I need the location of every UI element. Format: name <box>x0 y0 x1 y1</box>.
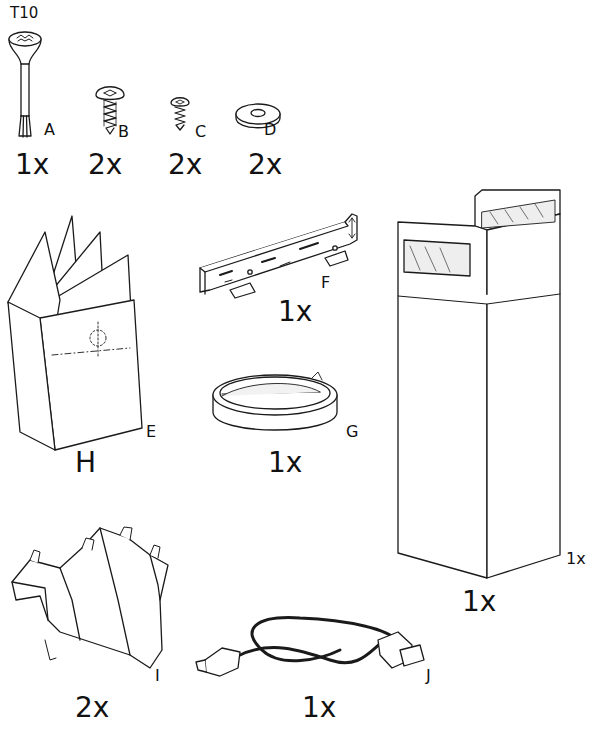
quantity: 1x <box>15 151 49 179</box>
quantity: 1x <box>462 588 496 616</box>
quantity: 2x <box>248 151 282 179</box>
instruction-manual <box>8 216 142 450</box>
mounting-bracket <box>200 214 357 298</box>
chimney-cover <box>398 190 560 578</box>
bit-size: T10 <box>10 6 38 21</box>
part-letter: A <box>44 122 55 138</box>
torx-bit <box>9 32 41 137</box>
part-letter: B <box>118 124 129 140</box>
quantity: 2x <box>75 694 109 722</box>
quantity: 1x <box>268 449 302 477</box>
part-letter: G <box>346 424 358 440</box>
part-letter: J <box>426 668 431 684</box>
quantity: 2x <box>88 151 122 179</box>
duct-adapter <box>12 527 168 668</box>
backdraft-damper <box>213 372 337 430</box>
part-letter: I <box>155 668 160 684</box>
quantity: 1x <box>302 694 336 722</box>
part-letter: C <box>195 124 206 140</box>
part-letter: F <box>321 275 330 291</box>
part-letter: D <box>264 122 276 138</box>
quantity: 2x <box>168 151 202 179</box>
screw-small <box>171 98 189 130</box>
part-letter: E <box>146 424 156 440</box>
part-letter: 1x <box>566 551 586 567</box>
power-cable <box>196 618 424 676</box>
quantity: H <box>75 449 96 477</box>
quantity: 1x <box>278 298 312 326</box>
